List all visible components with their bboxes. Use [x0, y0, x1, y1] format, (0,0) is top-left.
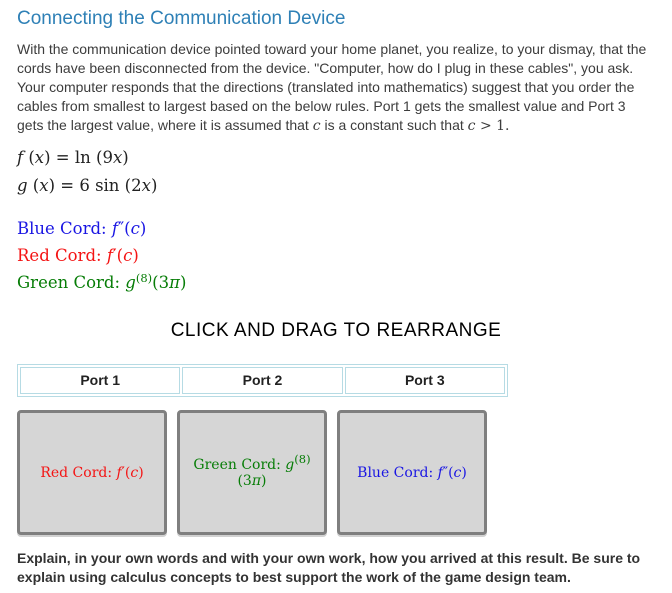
math-symbol: ( [124, 464, 131, 481]
intro-text: With the communication device pointed to… [17, 41, 647, 133]
card-blue-label: Blue Cord: f″(c) [355, 465, 469, 481]
math-symbol: f [106, 246, 113, 265]
math-symbol: ) [150, 176, 158, 195]
math-function: ln [74, 148, 91, 167]
math-symbol: (2 [119, 176, 142, 195]
math-symbol: f [437, 464, 443, 481]
port-2-header: Port 2 [182, 367, 343, 394]
math-symbol: ) = [44, 148, 75, 167]
math-prime: ′ [112, 246, 117, 265]
math-symbol: π [169, 273, 180, 292]
math-symbol: f [111, 219, 118, 238]
card-green-label: Green Cord: g(8) (3π) [180, 452, 324, 489]
port-1-header: Port 1 [20, 367, 181, 394]
math-symbol: (9 [90, 148, 113, 167]
explain-instruction: Explain, in your own words and with your… [17, 550, 641, 585]
cord-rules-list: Blue Cord: f″(c) Red Cord: f′(c) Green C… [17, 219, 655, 292]
math-prime: ′ [121, 464, 125, 481]
math-symbol: x [39, 176, 49, 195]
math-symbol: (3 [152, 273, 170, 292]
intro-text: is a constant such that [320, 117, 468, 133]
page-title: Connecting the Communication Device [17, 8, 346, 29]
math-prime: ″ [442, 464, 449, 481]
math-symbol: f [17, 148, 24, 167]
port-3-header: Port 3 [344, 367, 505, 394]
math-symbol: c [130, 219, 140, 238]
cord-label: Red Cord: [17, 246, 107, 265]
math-symbol: ) [132, 246, 139, 265]
drag-slots: Red Cord: f′(c) Green Cord: g(8)(3π) Blu… [17, 410, 655, 535]
math-symbol: c [123, 246, 133, 265]
math-symbol: c [130, 464, 139, 481]
drag-card-blue-cord[interactable]: Blue Cord: f″(c) [337, 410, 487, 535]
math-symbol: ) [179, 273, 187, 292]
math-var-c: c [467, 118, 476, 134]
math-symbol: f [116, 464, 122, 481]
cord-label: Red Cord: [40, 464, 117, 481]
math-symbol: π [251, 472, 262, 489]
math-symbol: ( [23, 148, 35, 167]
math-prime: ″ [117, 219, 125, 238]
math-function: sin [95, 176, 120, 195]
rule-green-cord: Green Cord: g(8)(3π) [17, 271, 655, 292]
intro-paragraph: With the communication device pointed to… [17, 40, 655, 136]
math-symbol: ) [138, 464, 144, 481]
math-symbol: x [141, 176, 151, 195]
cord-label: Green Cord: [193, 456, 286, 473]
formula-f: f (x) = ln (9x) [17, 148, 655, 167]
cord-label: Blue Cord: [357, 464, 438, 481]
card-red-label: Red Cord: f′(c) [38, 465, 145, 481]
math-symbol: ) [261, 472, 267, 489]
math-symbol: ( [27, 176, 40, 195]
math-symbol: g [285, 456, 295, 473]
math-symbol: x [34, 148, 45, 167]
math-symbol: ) = 6 [48, 176, 96, 195]
ports-table: Port 1 Port 2 Port 3 [17, 364, 508, 397]
math-symbol: c [453, 464, 462, 481]
math-symbol: ( [124, 219, 131, 238]
math-symbol: (3 [237, 472, 252, 489]
intro-text: > 1. [475, 118, 510, 134]
formula-g: g (x) = 6 sin (2x) [17, 176, 655, 195]
math-symbol: g [17, 176, 28, 195]
drag-card-red-cord[interactable]: Red Cord: f′(c) [17, 410, 167, 535]
drag-card-green-cord[interactable]: Green Cord: g(8) (3π) [177, 410, 327, 535]
math-symbol: g [125, 273, 136, 292]
math-superscript: (8) [294, 451, 311, 466]
math-symbol: ) [461, 464, 467, 481]
math-symbol: ( [448, 464, 454, 481]
rule-red-cord: Red Cord: f′(c) [17, 246, 655, 265]
rule-blue-cord: Blue Cord: f″(c) [17, 219, 655, 238]
math-symbol: ) [122, 148, 129, 167]
drag-instruction: CLICK AND DRAG TO REARRANGE [170, 320, 502, 341]
math-superscript: (8) [135, 271, 153, 285]
cord-label: Blue Cord: [17, 219, 112, 238]
math-symbol: ) [139, 219, 147, 238]
math-symbol: x [112, 148, 123, 167]
math-symbol: ( [116, 246, 124, 265]
math-var-c: c [312, 118, 321, 134]
cord-label: Green Cord: [17, 273, 126, 292]
